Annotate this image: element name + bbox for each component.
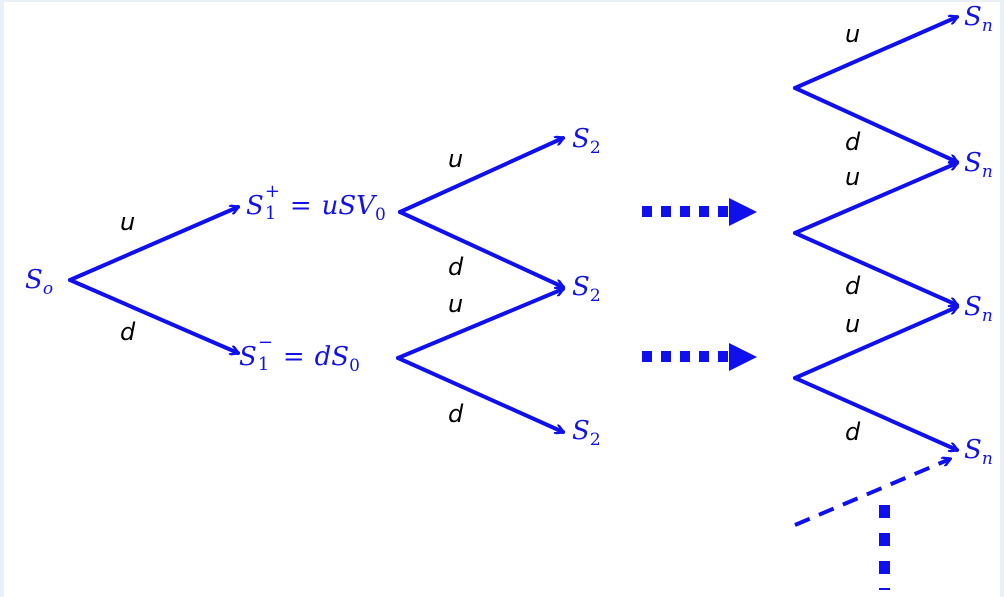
node-l1down-sup: − (257, 332, 273, 353)
edge-n2-up (793, 163, 957, 235)
node-l2-1-base: S (572, 272, 590, 302)
node-root: So (25, 267, 53, 298)
node-ln-0-sub: n (981, 16, 993, 36)
node-l1down-sub: 1 (257, 354, 270, 375)
edge-label-n2-up: u (845, 163, 861, 191)
edge-dashed-continuation (794, 459, 950, 527)
node-ln-2-base: S (964, 292, 982, 322)
edge-root-down (68, 278, 238, 353)
node-level2-1: S2 (572, 274, 601, 305)
edge-n2-down (793, 231, 957, 305)
node-l1up-supsub: +1 (264, 183, 280, 223)
node-l2-0-sub: 2 (589, 138, 601, 158)
node-l1up-eq: = (289, 191, 312, 221)
edge-n3-down (793, 376, 957, 450)
node-l2-1-sub: 2 (589, 286, 601, 306)
edge-label-l1down-up: u (448, 290, 464, 318)
edge-label-n3-down: d (845, 418, 861, 446)
node-l1down-eq: = (282, 342, 305, 372)
node-ln-2-sub: n (981, 306, 993, 326)
node-ln-3-sub: n (981, 449, 993, 469)
edge-label-n2-down: d (845, 272, 861, 300)
node-l1down-rhs-sub: 0 (349, 356, 360, 376)
edge-root-up (68, 207, 238, 282)
edge-down-up (396, 289, 563, 360)
node-leveln-2: Sn (964, 294, 993, 325)
node-l2-0-base: S (572, 124, 590, 154)
node-l1up-rhs: uSV (321, 191, 375, 221)
node-l1up-base: S (246, 191, 264, 221)
node-leveln-0: Sn (964, 4, 993, 35)
node-l1up-rhs-sub: 0 (374, 205, 386, 225)
edge-up-down (398, 210, 563, 287)
edge-label-n3-up: u (845, 310, 861, 338)
edge-label-root-up: u (120, 208, 136, 236)
edge-n1-up (793, 17, 957, 90)
edge-label-n1-up: u (845, 20, 861, 48)
edge-label-l1down-down: d (448, 400, 464, 428)
node-root-base: S (25, 265, 43, 295)
edge-label-l1up-down: d (448, 253, 464, 281)
node-l1down-rhs: dS (314, 342, 350, 372)
node-l2-2-sub: 2 (589, 430, 601, 450)
node-leveln-3: Sn (964, 437, 993, 468)
tree-edges (68, 2, 1000, 590)
node-ln-1-sub: n (981, 162, 993, 182)
binomial-tree-diagram: So S+1=uSV0 S−1=dS0 S2 S2 S2 Sn Sn Sn Sn… (4, 2, 1000, 597)
node-level2-2: S2 (572, 418, 601, 449)
edge-down-down (396, 356, 563, 432)
node-level1-down: S−1 = dS0 (239, 334, 360, 376)
dotted-arrow-upper (642, 198, 757, 226)
edge-up-up (398, 138, 563, 214)
node-leveln-1: Sn (964, 150, 993, 181)
node-ln-3-base: S (964, 435, 982, 465)
edge-label-root-down: d (120, 318, 136, 346)
edge-label-n1-down: d (845, 128, 861, 156)
node-l1up-sub: 1 (264, 203, 277, 224)
edge-label-l1up-up: u (448, 145, 464, 173)
node-l1down-base: S (239, 342, 257, 372)
dotted-arrow-lower (642, 343, 757, 371)
node-level2-0: S2 (572, 126, 601, 157)
node-l1down-supsub: −1 (257, 334, 273, 374)
node-level1-up: S+1 = uSV0 (246, 183, 386, 225)
dotted-vertical-continuation (879, 505, 890, 590)
node-l2-2-base: S (572, 416, 590, 446)
edge-n1-down (793, 86, 957, 162)
node-ln-0-base: S (964, 2, 982, 32)
node-root-sub: o (42, 279, 54, 299)
node-l1up-sup: + (264, 181, 280, 202)
edge-n3-up (793, 307, 957, 380)
node-ln-1-base: S (964, 148, 982, 178)
